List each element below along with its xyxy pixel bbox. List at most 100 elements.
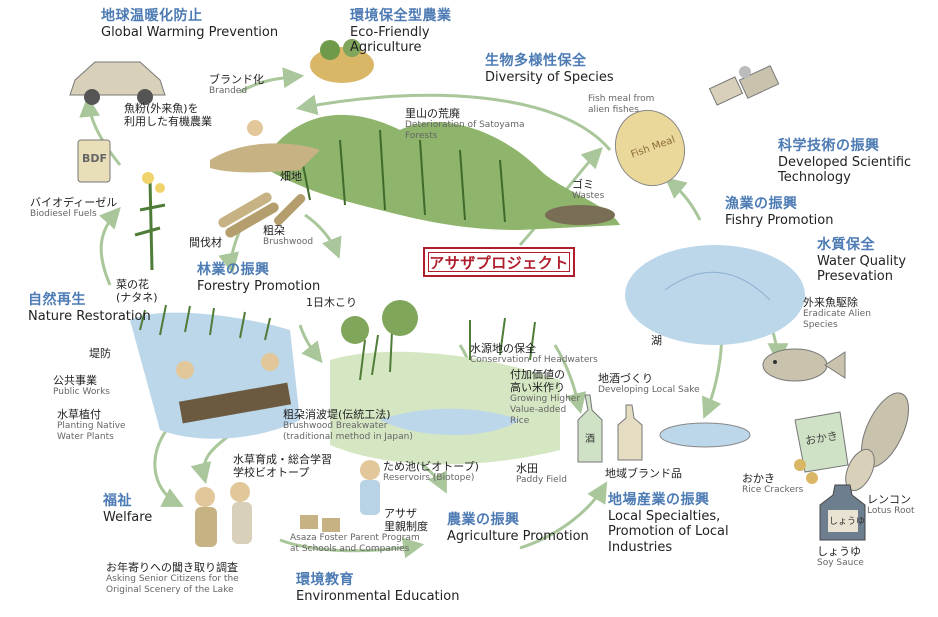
category-agriculture: 農業の振興 Agriculture Promotion [447, 512, 589, 544]
alien-species-en: Eradicate Alien Species [803, 309, 871, 330]
category-global-warming: 地球温暖化防止 Global Warming Prevention [101, 8, 278, 40]
planting-en: Planting Native Water Plants [57, 421, 126, 442]
category-science: 科学技術の振興 Developed Scientific Technology [778, 138, 911, 186]
public-works-jp: 公共事業 [53, 374, 97, 387]
item-lotus: レンコン Lotus Root [867, 493, 915, 517]
fish-plate-icon [659, 422, 751, 448]
diversity-en: Diversity of Species [485, 69, 614, 85]
soy-jp: しょうゆ [817, 545, 861, 558]
bdf-can-label: BDF [82, 152, 108, 165]
foster-jp: アサザ 里親制度 [384, 507, 428, 534]
item-public-works: 公共事業 Public Works [53, 374, 110, 398]
water-quality-en: Water Quality Presevation [817, 253, 907, 285]
brushwood-jp: 粗朶 [263, 224, 285, 237]
education-en: Environmental Education [296, 588, 460, 604]
diversity-jp: 生物多様性保全 [485, 53, 587, 69]
item-planting: 水草植付 Planting Native Water Plants [57, 408, 126, 443]
field-jp: 畑地 [280, 170, 302, 183]
item-school-biotope: 水草育成・総合学習 学校ビオトープ [233, 453, 332, 479]
bdf-can-icon [77, 139, 111, 183]
item-brushwood: 粗朶 Brushwood [263, 224, 313, 248]
welfare-en: Welfare [103, 509, 153, 525]
item-canola: 菜の花 (ナタネ) [116, 278, 158, 304]
item-local-brand: 地域ブランド品 [605, 467, 682, 480]
item-reservoirs: ため池(ビオトープ) Reservoirs (Biotope) [383, 460, 479, 484]
item-one-day-lumberjack: 1日木こり [306, 296, 357, 309]
lotus-jp: レンコン [867, 493, 911, 506]
category-water-quality: 水質保全 Water Quality Presevation [817, 237, 906, 285]
item-paddy: 水田 Paddy Field [516, 462, 567, 486]
item-rice: 付加価値の 高い米作り Growing Higher Value-added R… [510, 368, 580, 427]
senior-people-icon [195, 482, 252, 547]
forestry-jp: 林業の振興 [197, 262, 270, 278]
item-biodiesel: バイオディーゼル Biodiesel Fuels [30, 196, 117, 220]
item-senior: お年寄りへの聞き取り調査 Asking Senior Citizens for … [106, 561, 239, 596]
canola-jp: 菜の花 (ナタネ) [116, 278, 158, 305]
education-jp: 環境教育 [296, 572, 354, 588]
brushwood-en: Brushwood [263, 237, 314, 248]
sake-bottle-label: 酒 [585, 434, 595, 445]
satoyama-jp: 里山の荒廃 [405, 107, 460, 120]
item-branded: ブランド化 Branded [209, 73, 264, 97]
paddy-field [330, 300, 560, 465]
reservoirs-jp: ため池(ビオトープ) [383, 460, 479, 473]
embankment-jp: 堤防 [89, 347, 111, 360]
crackers-en: Rice Crackers [742, 485, 804, 496]
forestry-en: Forestry Promotion [197, 278, 321, 294]
wastes-jp: ゴミ [572, 178, 594, 191]
agriculture-jp: 農業の振興 [447, 512, 520, 528]
rice-jp: 付加価値の 高い米作り [510, 368, 565, 395]
sake-en: Developing Local Sake [598, 385, 700, 396]
breakwater-en: Brushwood Breakwater (traditional method… [283, 421, 413, 442]
item-soy: しょうゆ Soy Sauce [817, 545, 864, 569]
public-works-en: Public Works [53, 387, 110, 398]
crackers-bag-icon [794, 411, 849, 484]
lotus-root-icon [845, 392, 909, 492]
science-en: Developed Scientific Technology [778, 154, 912, 186]
senior-jp: お年寄りへの聞き取り調査 [106, 561, 238, 574]
local-industry-en: Local Specialties, Promotion of Local In… [608, 508, 729, 555]
item-breakwater: 粗朶消波堤(伝統工法) Brushwood Breakwater (tradit… [283, 408, 413, 443]
paddy-en: Paddy Field [516, 475, 567, 486]
item-alien-species: 外来魚駆除 Eradicate Alien Species [803, 296, 871, 331]
category-fishery: 漁業の振興 Fishry Promotion [725, 196, 833, 228]
car-icon [69, 61, 166, 105]
item-field: 畑地 [280, 170, 302, 183]
school-biotope-jp: 水草育成・総合学習 学校ビオトープ [233, 453, 332, 480]
sake-bottles-icon [577, 394, 643, 463]
reservoirs-en: Reservoirs (Biotope) [383, 473, 475, 484]
eco-agriculture-en: Eco-Friendly Agriculture [350, 24, 430, 56]
fishery-jp: 漁業の振興 [725, 196, 798, 212]
satoyama-en: Deterioration of Satoyama Forests [405, 120, 525, 141]
category-forestry: 林業の振興 Forestry Promotion [197, 262, 320, 294]
fish-meal-bag-icon [615, 109, 685, 187]
wastes-en: Wastes [572, 191, 605, 202]
item-wastes: ゴミ Wastes [572, 178, 604, 202]
local-brand-jp: 地域ブランド品 [605, 467, 682, 480]
crackers-jp: おかき [742, 472, 775, 485]
logs-icon [218, 192, 306, 238]
project-title: アサザプロジェクト [423, 247, 575, 277]
global-warming-en: Global Warming Prevention [101, 24, 279, 40]
fishmeal-alien-en: Fish meal from alien fishes [588, 94, 655, 115]
category-eco-agriculture: 環境保全型農業 Eco-Friendly Agriculture [350, 8, 452, 56]
category-education: 環境教育 Environmental Education [296, 572, 459, 604]
item-crackers: おかき Rice Crackers [742, 472, 803, 496]
item-thinning: 間伐材 [189, 236, 222, 249]
item-satoyama: 里山の荒廃 Deterioration of Satoyama Forests [405, 107, 524, 142]
foster-en: Asaza Foster Parent Program at Schools a… [290, 533, 420, 555]
nature-en: Nature Restoration [28, 308, 151, 324]
item-foster: アサザ 里親制度 Asaza Foster Parent Program at … [290, 507, 428, 555]
category-diversity: 生物多様性保全 Diversity of Species [485, 53, 614, 85]
fish-icon [762, 348, 846, 382]
wetland [130, 304, 300, 439]
senior-en: Asking Senior Citizens for the Original … [106, 574, 239, 595]
branded-jp: ブランド化 [209, 73, 264, 86]
item-fishmeal-organic: 魚粉(外来魚)を 利用した有機農業 [124, 102, 212, 128]
thinning-jp: 間伐材 [189, 236, 222, 249]
lake-water [625, 245, 805, 345]
item-sake: 地酒づくり Developing Local Sake [598, 372, 700, 396]
vegetable-basket-icon [310, 39, 374, 83]
lotus-en: Lotus Root [867, 506, 915, 517]
category-welfare: 福祉 Welfare [103, 493, 152, 525]
